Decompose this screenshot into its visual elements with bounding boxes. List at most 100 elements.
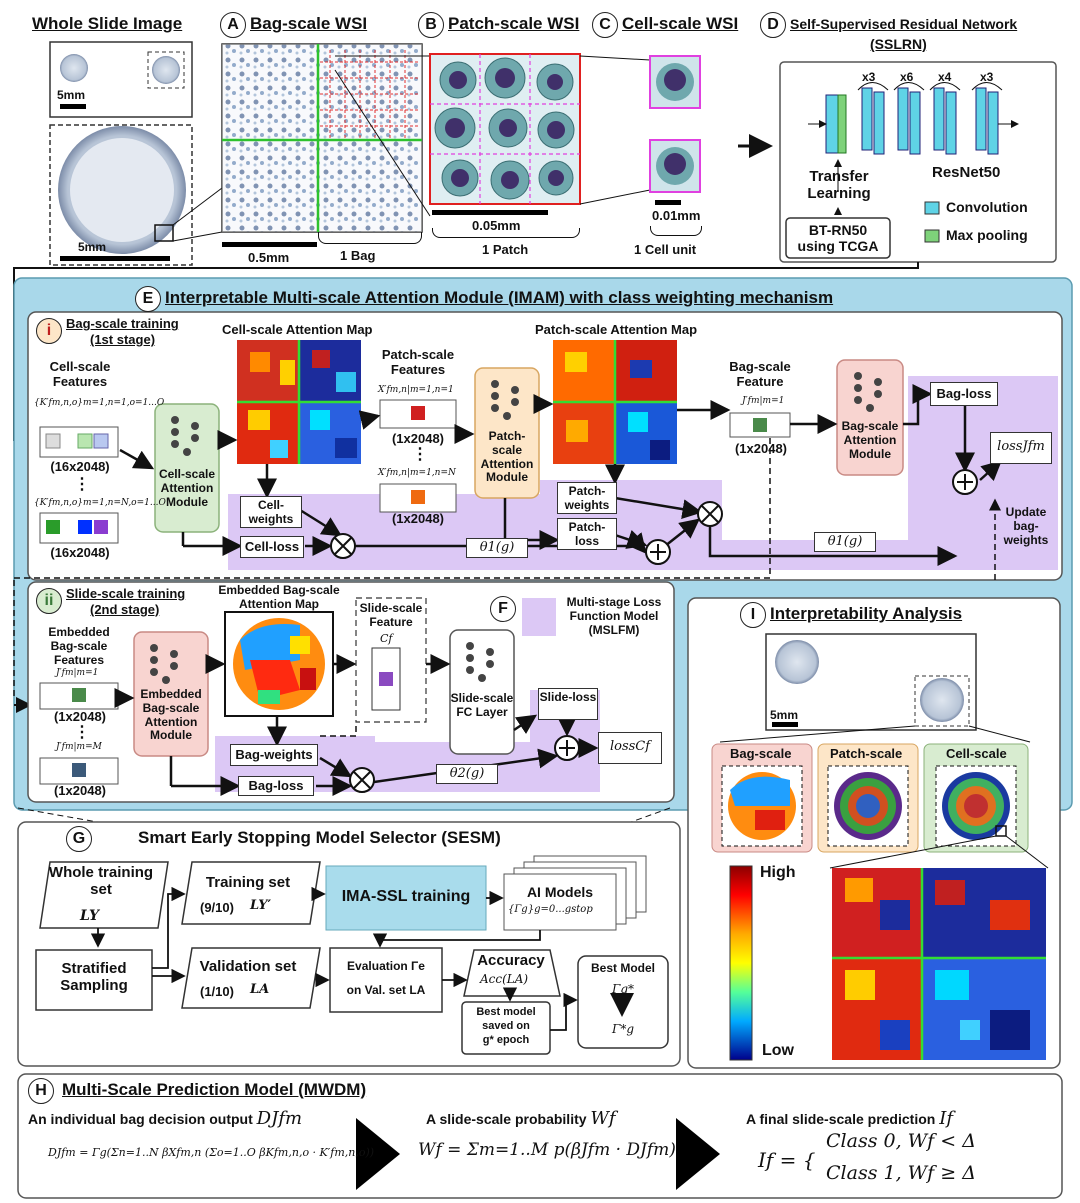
- dim-1-c: (1x2048): [734, 441, 788, 456]
- cell-weights-box: Cell-weights: [240, 496, 302, 528]
- patch-attention-map: [553, 340, 677, 464]
- bag-loss-box: Bag-loss: [930, 382, 998, 406]
- stage1-subtitle: (1st stage): [90, 332, 156, 347]
- label-F: F: [490, 596, 516, 622]
- stage2-subtitle: (2nd stage): [90, 602, 160, 617]
- slide-prob-math: Wf: [590, 1108, 616, 1129]
- best-math-1: Γg*: [612, 982, 635, 996]
- stage2-marker: ii: [36, 588, 66, 614]
- emb-dim-a: (1x2048): [53, 709, 107, 724]
- formula-3-brace: If = {: [758, 1148, 816, 1172]
- train-math: LY′: [250, 898, 272, 913]
- bag-feature-label: Bag-scale Feature: [729, 359, 791, 389]
- sesm-title: Smart Early Stopping Model Selector (SES…: [138, 828, 501, 847]
- patch-attention-module: Patch-scale Attention Module: [480, 429, 534, 485]
- dots-1: ⋮: [74, 476, 90, 493]
- slide-prob-text: A slide-scale probability: [426, 1111, 587, 1127]
- theta2: θ2(g): [436, 764, 498, 784]
- colorbar: [729, 865, 753, 1061]
- eval-label-2: on Val. set LA: [346, 983, 426, 997]
- slide-prob-desc: A slide-scale probability Wf: [426, 1108, 616, 1129]
- cell-attention-module: Cell-scale Attention Module: [158, 467, 216, 509]
- val-math: LA: [250, 982, 270, 997]
- whole-slide-title: Whole Slide Image: [32, 14, 183, 33]
- cell-feature-chips-2: [39, 512, 119, 544]
- best-model-label: Best Model: [590, 961, 655, 975]
- emb-attention-module: Embedded Bag-scale Attention Module: [140, 687, 202, 743]
- resnet-label: ResNet50: [932, 164, 1001, 181]
- whole-set-label: Whole training set: [48, 864, 154, 899]
- best-saved-2: saved on: [482, 1020, 530, 1032]
- stage2-bag-loss-box: Bag-loss: [238, 776, 314, 796]
- patch-loss-box: Patch-loss: [557, 518, 617, 550]
- label-C: C: [592, 12, 618, 38]
- bag-image: [221, 43, 423, 233]
- slide-math: Cf: [380, 632, 393, 645]
- cell-scale-tag: Cell-scale: [946, 746, 1007, 761]
- dim-16-b: (16x2048): [50, 545, 110, 560]
- stage1-marker: i: [36, 318, 66, 344]
- final-pred-math: If: [939, 1108, 953, 1129]
- dots-2: ⋮: [412, 446, 428, 463]
- update-weights-label: Update bag-weights: [1003, 505, 1049, 547]
- label-H-wrap: H: [28, 1078, 58, 1104]
- formula-1: DJfm = Γg(Σn=1..N βXfm,n (Σo=1..O βKfm,n…: [48, 1146, 375, 1159]
- legend-maxpool: Max pooling: [946, 227, 1028, 243]
- label-A: A: [220, 12, 246, 38]
- interp-scale-bar: [772, 722, 798, 727]
- repeat-x4: x4: [938, 70, 952, 84]
- stage1-box: [27, 311, 1063, 581]
- cell-features-math-2: {K′fm,n,o}m=1,n=N,o=1...O: [34, 498, 166, 508]
- label-I: I: [740, 602, 766, 628]
- fc-layer-label: Slide-scale FC Layer: [450, 691, 514, 719]
- interp-scale-label: 5mm: [770, 708, 799, 722]
- scale-label-B: 0.05mm: [472, 218, 521, 233]
- accuracy-label: Accuracy: [477, 952, 545, 969]
- patch-math-1: X′fm,n|m=1,n=1: [378, 385, 454, 395]
- mslfm-legend: [522, 598, 556, 636]
- scale-bar-2: [60, 256, 170, 261]
- theta1-a: θ1(g): [466, 538, 528, 558]
- emb-math-2: J′fm|m=M: [56, 742, 102, 752]
- cell-map-title: Cell-scale Attention Map: [222, 322, 373, 337]
- best-saved-3: g* epoch: [482, 1034, 530, 1046]
- emb-math-1: J′fm|m=1: [56, 668, 99, 678]
- dim-1-b: (1x2048): [391, 511, 445, 526]
- dim-1-a: (1x2048): [391, 431, 445, 446]
- label-B: B: [418, 12, 444, 38]
- cell-features-math-1: {K′fm,n,o}m=1,n=1,o=1...O: [34, 398, 165, 408]
- loss-j-box: lossJfm: [990, 432, 1052, 464]
- bag-label: 1 Bag: [340, 248, 376, 263]
- bag-decision-text: An individual bag decision output: [28, 1111, 253, 1127]
- cell-features-label: Cell-scale Features: [49, 359, 111, 389]
- patch-map-title: Patch-scale Attention Map: [535, 322, 698, 337]
- legend-convolution: Convolution: [946, 199, 1028, 215]
- patch-scale-title-text: Patch-scale WSI: [448, 14, 580, 33]
- stage1-title: Bag-scale training: [66, 316, 179, 331]
- label-F-wrap: F: [490, 596, 520, 622]
- imam-title-text: Interpretable Multi-scale Attention Modu…: [165, 288, 834, 307]
- cell-label: 1 Cell unit: [634, 242, 697, 257]
- formula-3-class1: Class 1, Wf ≥ Δ: [826, 1162, 976, 1184]
- val-set-label: Validation set: [199, 958, 297, 975]
- label-G-wrap: G: [66, 826, 96, 852]
- patch-features-label: Patch-scale Features: [381, 347, 455, 377]
- dim-16-a: (16x2048): [50, 459, 110, 474]
- theta1-b: θ1(g): [814, 532, 876, 552]
- patch-weights-box: Patch-weights: [557, 482, 617, 514]
- bag-decision-math: DJfm: [256, 1108, 303, 1129]
- btrn-label: BT-RN50 using TCGA: [797, 222, 879, 255]
- embedded-attention-map: [233, 618, 325, 710]
- colorbar-low: Low: [762, 1042, 794, 1059]
- cell-image-1: [649, 55, 701, 109]
- train-set-label: Training set: [205, 874, 291, 891]
- repeat-x3-b: x3: [980, 70, 994, 84]
- scale-bar-C: [655, 200, 681, 205]
- scale-label-1: 5mm: [57, 88, 86, 102]
- val-frac: (1/10): [200, 984, 234, 999]
- label-ii: ii: [36, 588, 62, 614]
- label-G: G: [66, 826, 92, 852]
